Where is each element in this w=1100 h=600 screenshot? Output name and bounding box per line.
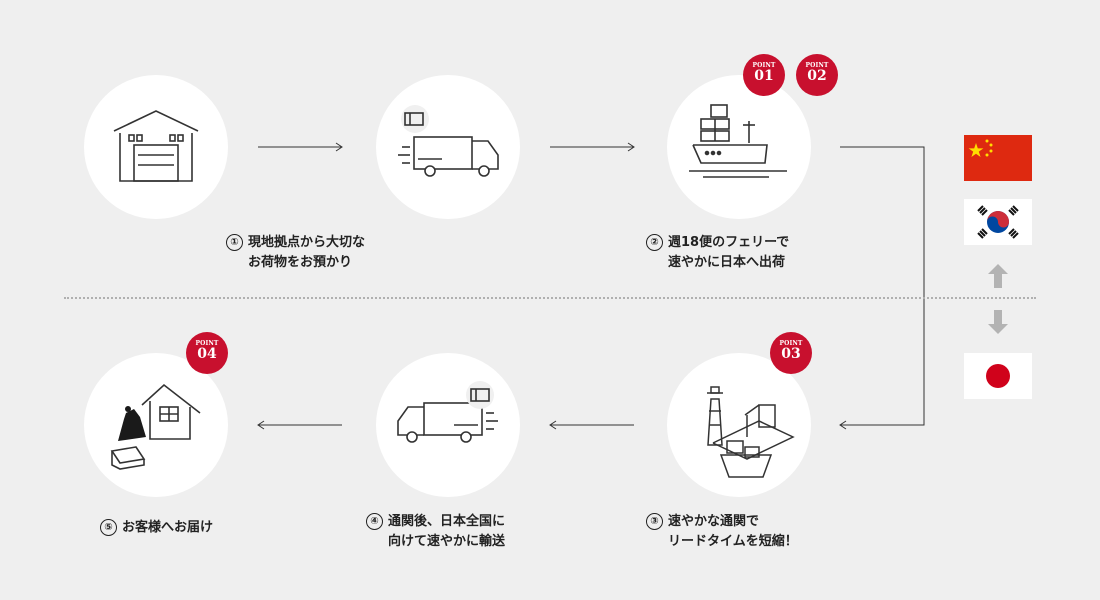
step-4-line-2: 向けて速やかに輸送 [388, 534, 506, 549]
step-1b-circle [376, 75, 520, 219]
port-customs-icon [707, 386, 795, 478]
badge-number: 02 [807, 68, 827, 84]
step-2-line-2: 速やかに日本へ出荷 [668, 255, 786, 270]
step-2-circle [667, 75, 811, 219]
badge-number: 01 [754, 68, 774, 84]
step-3-line-1: 速やかな通関で [668, 514, 760, 529]
step-1-circle [84, 75, 228, 219]
step-2-line-1: 週18便のフェリーで [668, 235, 790, 250]
japan-flag-icon [964, 353, 1032, 399]
point-badge-04: POINT 04 [186, 332, 228, 374]
badge-word: POINT [752, 62, 776, 69]
step-3-circle [667, 353, 811, 497]
house-delivery-icon [110, 383, 201, 470]
exchange-arrows-icon [988, 264, 1008, 334]
delivery-truck-icon [397, 381, 498, 443]
step-number: ③ [646, 513, 663, 530]
step-1-line-1: 現地拠点から大切な [248, 235, 366, 250]
badge-word: POINT [195, 340, 219, 347]
point-badge-03: POINT 03 [770, 332, 812, 374]
step-4-circle [376, 353, 520, 497]
badge-word: POINT [805, 62, 829, 69]
point-badge-02: POINT 02 [796, 54, 838, 96]
step-number: ① [226, 234, 243, 251]
point-badge-01: POINT 01 [743, 54, 785, 96]
badge-number: 04 [197, 346, 217, 362]
step-3-line-2: リードタイムを短縮！ [668, 534, 798, 549]
step-number: ④ [366, 513, 383, 530]
step-4-line-1: 通関後、日本全国に [388, 514, 506, 529]
china-flag-icon [964, 135, 1032, 181]
ferry-icon [689, 104, 787, 178]
step-1-line-2: お荷物をお預かり [248, 255, 353, 270]
badge-word: POINT [779, 340, 803, 347]
step-5-line-1: お客様へお届け [122, 520, 214, 535]
step-number: ② [646, 234, 663, 251]
step-5-circle [84, 353, 228, 497]
step-number: ⑤ [100, 519, 117, 536]
badge-number: 03 [781, 346, 801, 362]
korea-flag-icon [964, 199, 1032, 245]
warehouse-icon [113, 110, 199, 182]
section-divider [64, 297, 1036, 299]
delivery-truck-icon [398, 105, 499, 177]
